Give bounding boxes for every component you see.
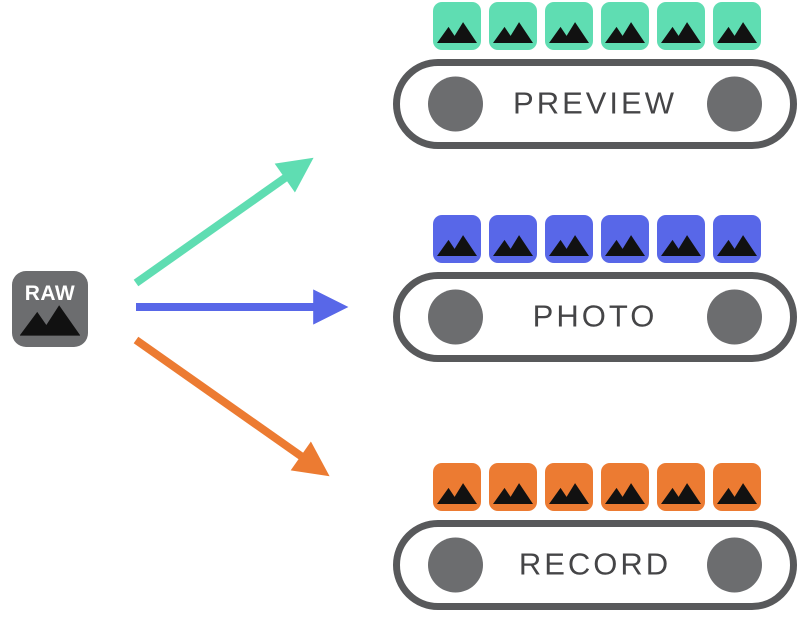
image-mountain-icon [604,235,646,257]
image-mountain-icon [548,22,590,44]
raw-label: RAW [24,282,76,305]
stream-pill-photo: PHOTO [393,272,797,362]
roller-circle-left [428,289,483,345]
image-mountain-icon [548,235,590,257]
frame-row-preview [433,2,797,50]
image-mountain-icon [492,22,534,44]
arrow-to-record [133,336,330,477]
frame-icon [601,463,649,511]
roller-circle-left [428,537,483,593]
roller-circle-left [428,76,483,132]
stream-pill-record: RECORD [393,520,797,610]
frame-icon [489,463,537,511]
frame-icon [713,2,761,50]
image-mountain-icon [716,22,758,44]
image-mountain-icon [436,22,478,44]
roller-circle-right [707,76,762,132]
stream-photo: PHOTO [393,215,797,362]
frame-row-record [433,463,797,511]
frame-icon [489,215,537,263]
frame-icon [489,2,537,50]
image-mountain-icon [716,483,758,505]
raw-source-icon: RAW [12,271,88,347]
frame-icon [433,2,481,50]
stream-label-record: RECORD [518,546,672,582]
image-mountain-icon [436,483,478,505]
stream-preview: PREVIEW [393,2,797,149]
image-mountain-icon [604,483,646,505]
frame-icon [601,2,649,50]
frame-icon [657,2,705,50]
image-mountain-icon [660,22,702,44]
frame-icon [545,2,593,50]
image-mountain-icon [436,235,478,257]
frame-icon [657,463,705,511]
stream-label-photo: PHOTO [532,298,658,334]
frame-icon [657,215,705,263]
stream-record: RECORD [393,463,797,610]
image-mountain-icon [492,483,534,505]
roller-circle-right [707,289,762,345]
image-mountain-icon [660,235,702,257]
frame-icon [433,215,481,263]
image-mountain-icon [548,483,590,505]
frame-row-photo [433,215,797,263]
frame-icon [601,215,649,263]
frame-icon [545,463,593,511]
frame-icon [713,463,761,511]
stream-pill-preview: PREVIEW [393,59,797,149]
frame-icon [545,215,593,263]
roller-circle-right [707,537,762,593]
image-mountain-icon [604,22,646,44]
stream-label-preview: PREVIEW [513,85,677,121]
image-mountain-icon [716,235,758,257]
image-mountain-icon [492,235,534,257]
arrow-to-preview [133,157,314,287]
frame-icon [713,215,761,263]
frame-icon [433,463,481,511]
image-mountain-icon [660,483,702,505]
